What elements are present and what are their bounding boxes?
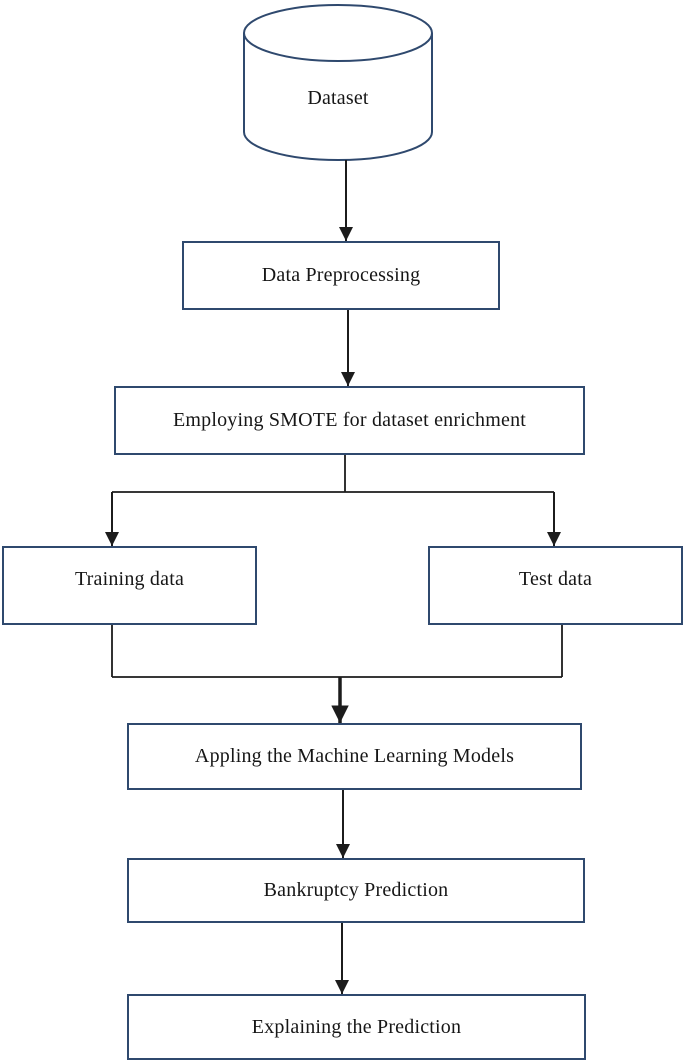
node-training-data: Training data [2,546,257,625]
node-smote-label: Employing SMOTE for dataset enrichment [172,409,527,431]
node-ml-models-label: Appling the Machine Learning Models [194,745,515,767]
node-explaining-prediction: Explaining the Prediction [127,994,586,1060]
node-dataset: Dataset [244,87,432,110]
node-bankruptcy-prediction: Bankruptcy Prediction [127,858,585,923]
node-dataset-label: Dataset [307,87,369,109]
node-bankruptcy-prediction-label: Bankruptcy Prediction [263,879,449,901]
node-data-preprocessing-label: Data Preprocessing [261,264,421,286]
node-test-data: Test data [428,546,683,625]
node-smote: Employing SMOTE for dataset enrichment [114,386,585,455]
node-ml-models: Appling the Machine Learning Models [127,723,582,790]
node-test-data-label: Test data [518,568,593,590]
dataset-cylinder-shape [243,4,433,161]
connector-smote-split [112,455,554,493]
connector-merge [111,625,563,678]
node-training-data-label: Training data [74,568,185,590]
node-data-preprocessing: Data Preprocessing [182,241,500,310]
node-explaining-prediction-label: Explaining the Prediction [251,1015,462,1038]
